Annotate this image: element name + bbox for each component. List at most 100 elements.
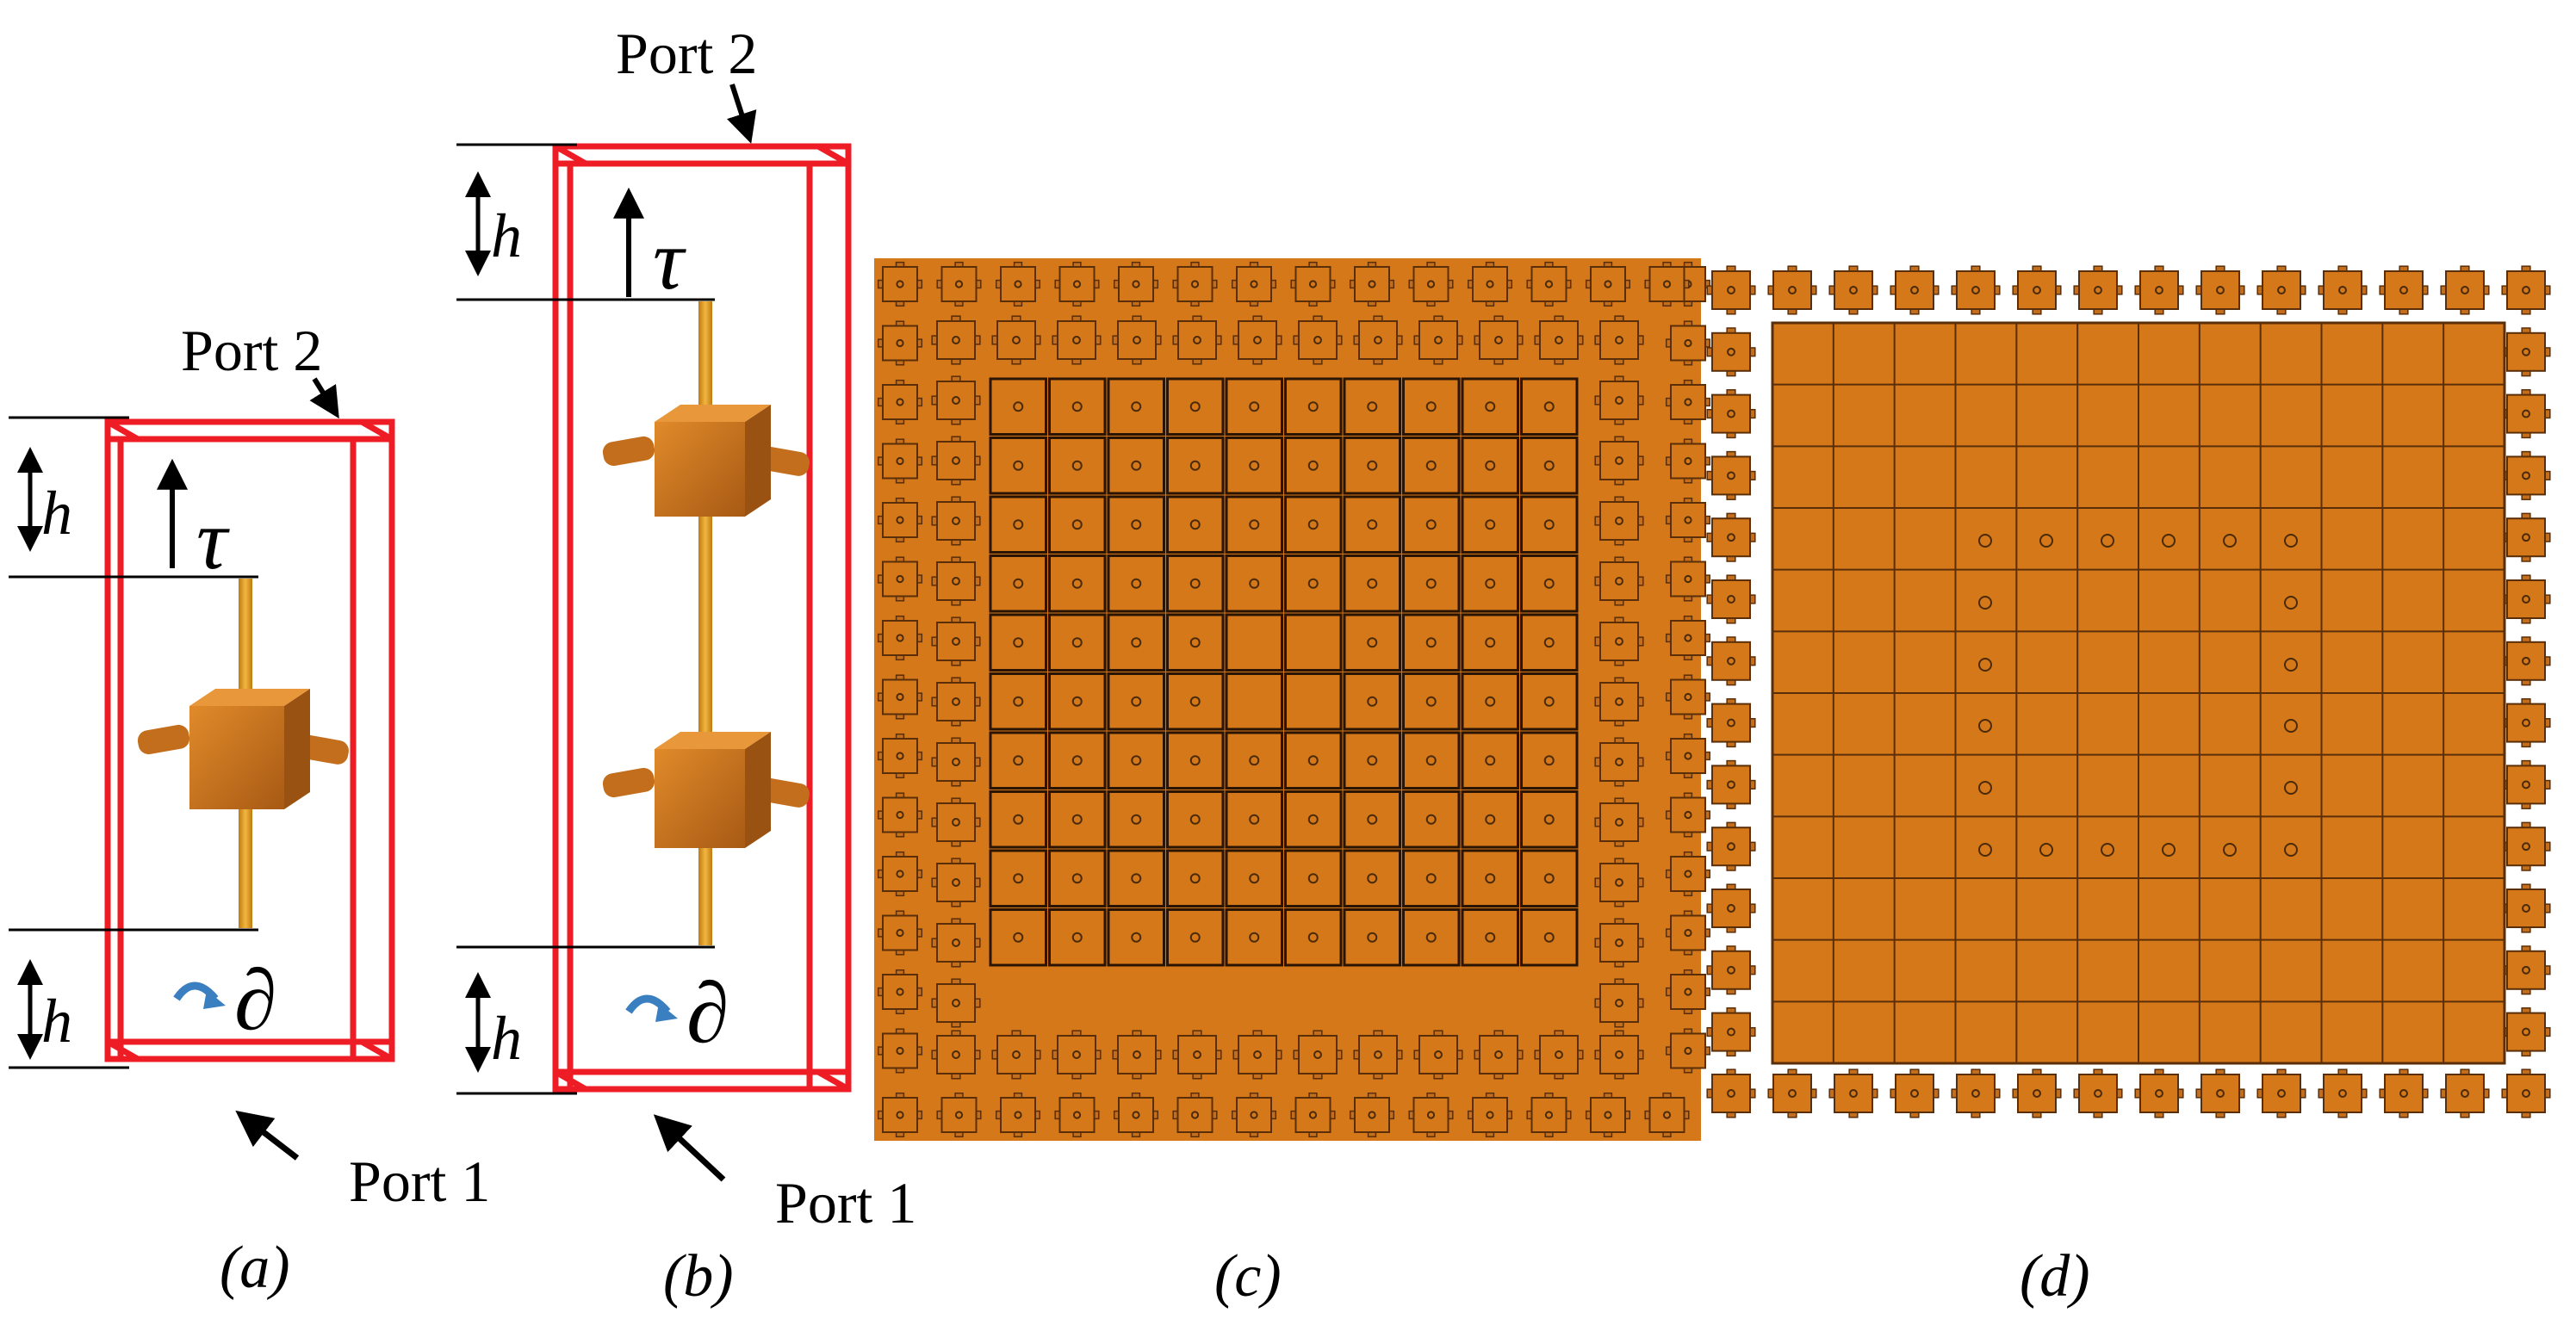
outer-cell-c	[877, 556, 923, 602]
grid-cell-c	[1048, 908, 1107, 967]
outer-cell-d	[1706, 821, 1756, 871]
grid-cell-c	[989, 613, 1047, 672]
caption-d: (d)	[2020, 1243, 2090, 1310]
grid-cell-c	[1520, 495, 1579, 554]
grid-cell-c	[1461, 672, 1519, 731]
rotation-arrowhead-b	[655, 1003, 678, 1022]
grid-cell-c	[1048, 613, 1107, 672]
outer-cell-c	[1665, 379, 1711, 425]
outer-cell-d	[2501, 389, 2551, 439]
inner-ring-cell-c	[931, 436, 981, 486]
grid-cell-c	[1343, 613, 1401, 672]
inner-ring-cell-c	[1594, 737, 1644, 787]
outer-cell-c	[1231, 1092, 1277, 1138]
grid-cell-c	[1107, 377, 1165, 436]
inner-ring-cell-c	[1052, 315, 1102, 365]
unit-cell-boundary-a	[104, 418, 395, 1062]
panel-c: (c)	[874, 258, 1711, 1310]
grid-cell-c	[1166, 849, 1225, 907]
caption-a: (a)	[220, 1235, 290, 1301]
outer-cell-c	[1665, 320, 1711, 366]
outer-cell-c	[936, 261, 982, 307]
wire-b	[698, 301, 712, 945]
grid-cell-c	[1343, 672, 1401, 731]
grid-cell-c	[1225, 495, 1283, 554]
grid-cell-c	[1461, 495, 1519, 554]
grid-cell-c	[1284, 554, 1343, 613]
inner-ring-cell-c	[1413, 1030, 1463, 1080]
outer-cell-c	[877, 1028, 923, 1074]
outer-cell-d	[1706, 1068, 1756, 1118]
inner-ring-cell-c	[1232, 1030, 1282, 1080]
outer-cell-c	[877, 969, 923, 1015]
grid-cell-c	[1048, 790, 1107, 849]
inner-ring-cell-c	[931, 496, 981, 546]
unit-cell-boundary-b	[552, 143, 852, 1093]
grid-cell-c	[1343, 908, 1401, 967]
grid-cell-c	[1284, 849, 1343, 907]
via-marker-d	[2284, 843, 2298, 857]
grid-cell-c	[1166, 377, 1225, 436]
grid-cell-c	[1107, 672, 1165, 731]
grid-cell-c	[1225, 908, 1283, 967]
outer-cell-d	[1828, 265, 1878, 315]
inner-ring-cell-c	[1474, 1030, 1524, 1080]
outer-cell-c	[1665, 438, 1711, 484]
panel-a: h h τ ∂ Port 2 Port 1 (a)	[9, 318, 490, 1301]
outer-cell-d	[2195, 265, 2245, 315]
outer-cell-d	[1706, 759, 1756, 809]
inner-ring-cell-c	[1232, 315, 1282, 365]
inner-ring-cell-c	[1534, 1030, 1584, 1080]
inner-ring-cell-c	[1112, 1030, 1162, 1080]
inner-ring-cell-c	[1594, 616, 1644, 666]
via-marker-d	[2101, 843, 2114, 857]
via-marker-d	[1978, 658, 1992, 672]
grid-cell-c	[1225, 672, 1283, 731]
inner-ring-cell-c	[991, 315, 1041, 365]
outer-cell-c	[877, 792, 923, 838]
via-marker-d	[2223, 534, 2237, 548]
outer-cell-d	[2256, 1068, 2306, 1118]
grid-cell-c	[1520, 790, 1579, 849]
tau-label-b: τ	[653, 212, 686, 307]
outer-cell-d	[2012, 1068, 2062, 1118]
inner-ring-cell-c	[1112, 315, 1162, 365]
outer-cell-c	[995, 1092, 1041, 1138]
inner-ring-cell-c	[1052, 1030, 1102, 1080]
outer-cell-d	[2501, 450, 2551, 500]
grid-cell-c	[1461, 554, 1519, 613]
outer-cell-c	[1526, 1092, 1572, 1138]
grid-cell-c	[1225, 790, 1283, 849]
partial-label-b: ∂	[686, 965, 729, 1061]
grid-cell-c	[1107, 849, 1165, 907]
grid-cell-c	[1284, 377, 1343, 436]
outer-cell-d	[2012, 265, 2062, 315]
grid-cell-c	[1225, 437, 1283, 495]
outer-cell-c	[1644, 261, 1690, 307]
grid-cell-c	[1166, 672, 1225, 731]
inner-ring-cell-c	[931, 677, 981, 727]
grid-cell-c	[989, 790, 1047, 849]
inner-ring-cell-c	[931, 978, 981, 1028]
outer-cell-d	[2379, 265, 2429, 315]
rotation-arrowhead-a	[203, 990, 226, 1009]
grid-cell-c	[1107, 554, 1165, 613]
via-marker-d	[2162, 534, 2176, 548]
outer-cell-d	[1706, 389, 1756, 439]
outer-cell-c	[1665, 851, 1711, 897]
grid-cell-c	[1343, 437, 1401, 495]
grid-cell-c	[1343, 790, 1401, 849]
outer-cell-d	[1890, 265, 1940, 315]
via-marker-d	[2284, 658, 2298, 672]
via-marker-d	[1978, 534, 1992, 548]
outer-cell-d	[1767, 1068, 1817, 1118]
cube-element-b-upper	[602, 405, 810, 517]
outer-cell-c	[877, 733, 923, 779]
grid-cell-c	[1048, 554, 1107, 613]
inner-ring-cell-c	[1172, 1030, 1222, 1080]
outer-cell-c	[877, 910, 923, 956]
grid-cell-c	[1048, 731, 1107, 790]
grid-cell-c	[1520, 908, 1579, 967]
outer-cell-c	[1665, 792, 1711, 838]
outer-cell-c	[1665, 910, 1711, 956]
